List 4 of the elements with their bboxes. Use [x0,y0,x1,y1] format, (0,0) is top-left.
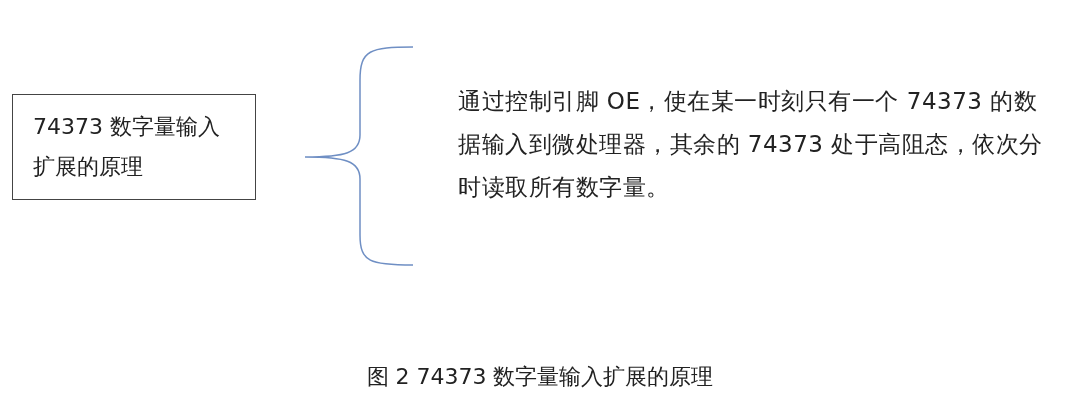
description-text: 通过控制引脚 OE，使在某一时刻只有一个 74373 的数据输入到微处理器，其余的 74373 处于高阻态，依次分时读取所有数字量。 [458,87,1044,202]
figure-caption: 图 2 74373 数字量输入扩展的原理 [365,363,715,391]
process-box [12,94,256,200]
box-text: 74373 数字量输入扩展的原理 [33,114,220,179]
